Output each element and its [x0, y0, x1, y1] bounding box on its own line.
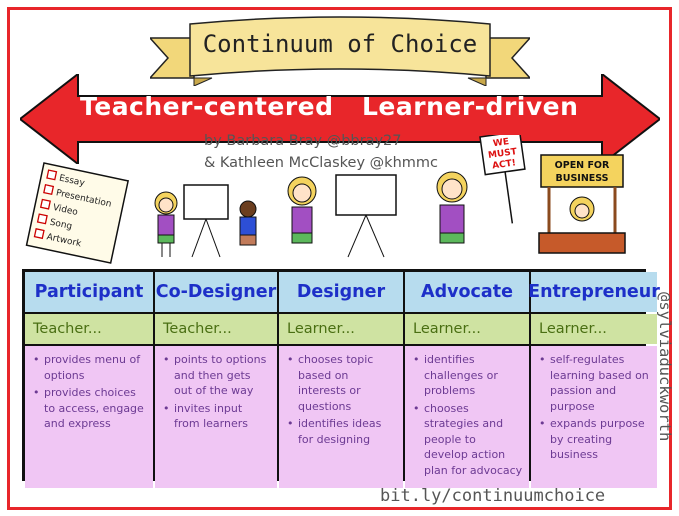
list-item: provides choices to access, engage and e…	[33, 385, 147, 432]
arrow-left-label: Teacher-centered	[80, 92, 334, 121]
choice-checklist: Essay Presentation Video Song Artwork	[25, 162, 130, 264]
column-header-co-designer: Co-Designer	[155, 272, 277, 312]
column-subheader-advocate: Learner...	[405, 314, 529, 344]
teacher-figure-2	[287, 176, 317, 244]
author-credit-line-1: by Barbara Bray @bbray27	[204, 133, 402, 149]
footer-link[interactable]: bit.ly/continuumchoice	[380, 486, 606, 506]
protest-sign-line-1: WE	[492, 137, 509, 149]
list-item: chooses strategies and people to develop…	[413, 401, 523, 479]
title-banner	[150, 16, 530, 86]
column-body-advocate: identifies challenges or problems choose…	[405, 346, 529, 488]
list-item: invites input from learners	[163, 401, 271, 432]
column-body-entrepreneur: self-regulates learning based on passion…	[531, 346, 657, 488]
stand-sign-line-1: OPEN FOR	[555, 160, 610, 171]
list-item: identifies challenges or problems	[413, 352, 523, 399]
checklist-label-4: Song	[49, 218, 73, 232]
list-item: points to options and then gets out of t…	[163, 352, 271, 399]
column-header-participant: Participant	[25, 272, 153, 312]
column-subheader-entrepreneur: Learner...	[531, 314, 657, 344]
teacher-figure-1	[154, 191, 178, 257]
checklist-item-4: Song	[36, 213, 73, 232]
arrow-right-label: Learner-driven	[362, 92, 579, 121]
stand-sign-line-2: BUSINESS	[555, 173, 608, 184]
protest-sign-line-2: MUST	[488, 147, 519, 161]
illustration-scene: Essay Presentation Video Song Artwork	[25, 135, 626, 264]
list-item: provides menu of options	[33, 352, 147, 383]
advocate-figure	[436, 171, 468, 244]
list-item: self-regulates learning based on passion…	[539, 352, 651, 414]
column-header-designer: Designer	[279, 272, 403, 312]
easel-2	[335, 174, 397, 258]
student-figure	[239, 200, 257, 246]
column-body-co-designer: points to options and then gets out of t…	[155, 346, 277, 488]
column-header-advocate: Advocate	[405, 272, 529, 312]
column-subheader-participant: Teacher...	[25, 314, 153, 344]
list-item: expands purpose by creating business	[539, 416, 651, 463]
author-credit-line-2: & Kathleen McClaskey @khmmc	[204, 155, 438, 171]
column-body-participant: provides menu of options provides choice…	[25, 346, 153, 488]
list-item: identifies ideas for designing	[287, 416, 397, 447]
easel-1	[183, 184, 229, 258]
continuum-table: Participant Co-Designer Designer Advocat…	[22, 269, 660, 488]
list-item: chooses topic based on interests or ques…	[287, 352, 397, 414]
protest-sign: WE MUST ACT!	[479, 135, 526, 224]
column-body-designer: chooses topic based on interests or ques…	[279, 346, 403, 488]
column-subheader-co-designer: Teacher...	[155, 314, 277, 344]
illustrator-credit: @sylviaduckworth	[656, 292, 674, 442]
protest-sign-line-3: ACT!	[492, 158, 517, 171]
business-stand: OPEN FOR BUSINESS	[538, 154, 626, 254]
page-title: Continuum of Choice	[202, 30, 478, 58]
column-subheader-designer: Learner...	[279, 314, 403, 344]
column-header-entrepreneur: Entrepreneur	[528, 272, 660, 312]
